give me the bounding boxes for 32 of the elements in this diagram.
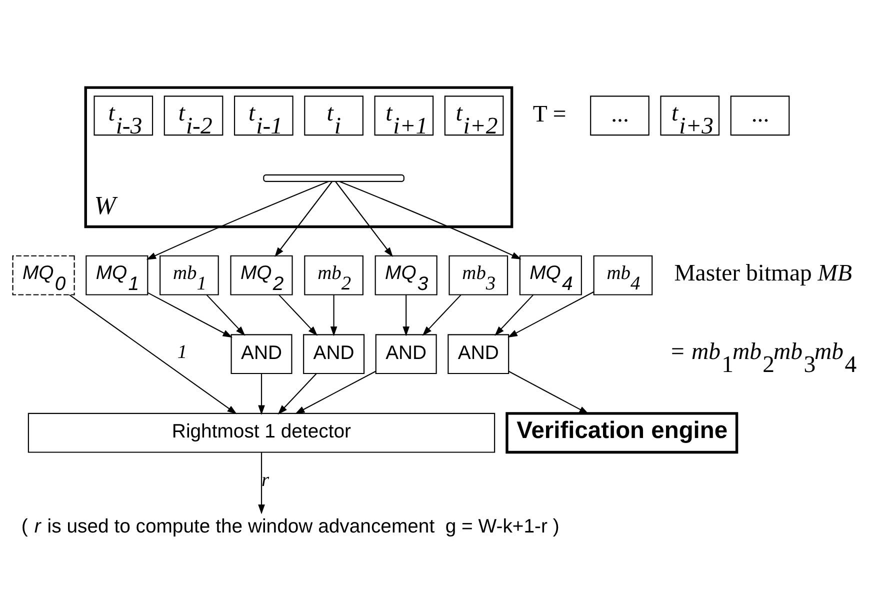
arrow (258, 374, 265, 416)
node-box: AND (230, 334, 292, 374)
edge-label: r (262, 470, 270, 492)
arrow (258, 452, 265, 514)
arrow (278, 294, 318, 336)
arrow (330, 294, 338, 336)
arrow (494, 294, 534, 336)
node-box: AND (448, 334, 510, 374)
arrow (422, 294, 462, 336)
arrow (69, 294, 238, 414)
arrow (148, 292, 232, 338)
arrow (146, 180, 329, 260)
label: Master bitmap MB (674, 260, 852, 286)
arrow (294, 370, 376, 414)
arrow (206, 294, 246, 336)
caption: ( r is used to compute the window advancement g = W-k+1-r ) (21, 515, 560, 538)
node-box: Rightmost 1 detector (28, 412, 496, 453)
arrow (335, 181, 393, 257)
node-box: ... (590, 96, 650, 136)
edge-label: 1 (177, 342, 188, 363)
node-brace (263, 174, 404, 182)
node-box: AND (303, 334, 365, 374)
node-box: Verification engine (506, 412, 738, 454)
label: T = (532, 102, 566, 128)
arrow (508, 370, 589, 414)
arrow (402, 294, 410, 336)
node-box: AND (375, 334, 437, 374)
node-box: ... (730, 96, 790, 136)
arrow (339, 181, 522, 260)
arrow (278, 373, 317, 415)
arrow (274, 181, 332, 257)
arrow (508, 291, 594, 338)
